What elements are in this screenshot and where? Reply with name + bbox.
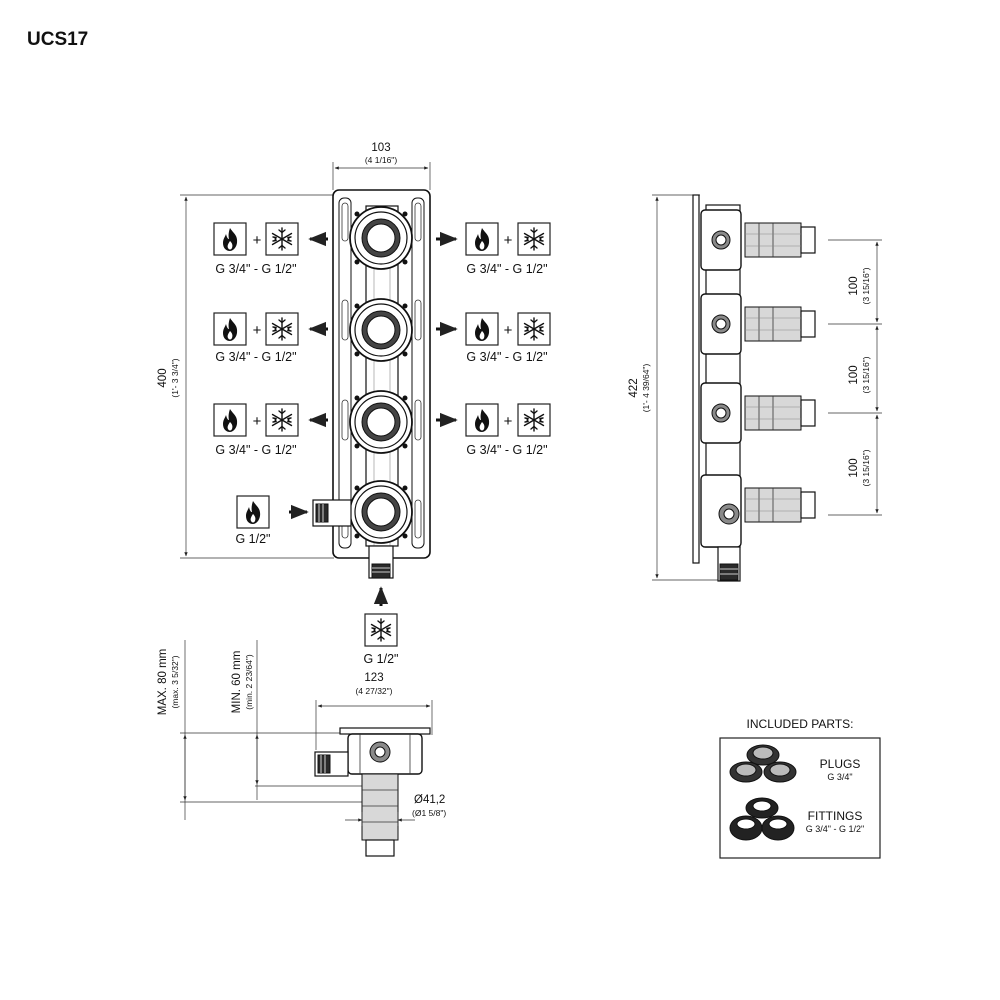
bottom-width-mm: 123 [364,672,383,684]
outlet-left-3: + G 3/4" - G 1/2" [213,403,328,457]
cartridge-3 [744,395,816,431]
valve-4 [349,480,413,544]
valve-1 [349,206,413,270]
plus-sign: + [253,413,262,430]
hot-inlet: G 1/2" [235,495,309,546]
plugs-icon [729,744,797,783]
cartridge-4 [744,487,816,523]
flame-icon [236,495,270,529]
fittings-size: G 3/4" - G 1/2" [806,824,864,834]
snowflake-icon [517,312,551,346]
bottom-width-in: (4 27/32") [355,686,392,696]
side-view: 422 (1'- 4 39/64") 10 [628,194,882,582]
max-depth: MAX. 80 mm [157,649,169,715]
plus-sign: + [253,232,262,249]
outlet-label: G 3/4" - G 1/2" [466,350,547,364]
spacing-in-1: (3 15/16") [861,267,871,304]
flame-icon [213,222,247,256]
front-height-mm: 400 [157,368,169,387]
outlet-label: G 3/4" - G 1/2" [215,443,296,457]
front-height-in: (1'- 3 3/4") [170,358,180,397]
snowflake-icon [517,403,551,437]
snowflake-icon [517,222,551,256]
plugs-label: PLUGS [820,757,861,771]
front-width-mm: 103 [371,142,390,154]
cold-inlet: G 1/2" [363,586,399,666]
plus-sign: + [504,232,513,249]
included-parts-heading: INCLUDED PARTS: [747,717,854,731]
spacing-mm-3: 100 [848,458,860,477]
side-height-mm: 422 [628,378,640,397]
bottom-view: MAX. 80 mm (max. 3 5/32") MIN. 60 mm (mi… [157,640,446,857]
outlet-right-2: + G 3/4" - G 1/2" [436,312,551,364]
flame-icon [465,312,499,346]
model-title: UCS17 [27,29,88,50]
snowflake-icon [265,222,299,256]
diameter-mm: Ø41,2 [414,794,445,806]
min-depth: MIN. 60 mm [231,651,243,714]
outlet-label: G 3/4" - G 1/2" [215,350,296,364]
outlet-right-3: + G 3/4" - G 1/2" [436,403,551,457]
flame-icon [213,403,247,437]
snowflake-icon [364,613,398,647]
max-depth-in: (max. 3 5/32") [170,655,180,708]
flame-icon [465,403,499,437]
valve-2 [349,298,413,362]
plus-sign: + [504,413,513,430]
outlet-label: G 3/4" - G 1/2" [466,262,547,276]
plus-sign: + [253,322,262,339]
included-parts: INCLUDED PARTS: PLUGS G 3/4" FITTINGS G … [719,717,881,859]
cold-inlet-label: G 1/2" [363,652,398,666]
diameter-in: (Ø1 5/8") [412,808,446,818]
hot-inlet-label: G 1/2" [235,532,270,546]
flame-icon [213,312,247,346]
flame-icon [465,222,499,256]
spacing-mm-2: 100 [848,365,860,384]
plus-sign: + [504,322,513,339]
cartridge-1 [744,222,816,258]
outlet-label: G 3/4" - G 1/2" [466,443,547,457]
snowflake-icon [265,312,299,346]
snowflake-icon [265,403,299,437]
outlet-left-1: + G 3/4" - G 1/2" [213,222,328,276]
outlet-left-2: + G 3/4" - G 1/2" [213,312,328,364]
front-view: 103 (4 1/16") 400 (1'- 3 3/4") [157,142,551,666]
fittings-icon [729,797,795,841]
cartridge-2 [744,306,816,342]
outlet-label: G 3/4" - G 1/2" [215,262,296,276]
spacing-mm-1: 100 [848,276,860,295]
spacing-in-2: (3 15/16") [861,356,871,393]
spacing-in-3: (3 15/16") [861,449,871,486]
min-depth-in: (min. 2 23/64") [244,654,254,710]
fittings-label: FITTINGS [808,809,863,823]
plugs-size: G 3/4" [827,772,852,782]
front-width-in: (4 1/16") [365,155,397,165]
side-height-in: (1'- 4 39/64") [641,364,651,413]
valve-3 [349,390,413,454]
outlet-right-1: + G 3/4" - G 1/2" [436,222,551,276]
